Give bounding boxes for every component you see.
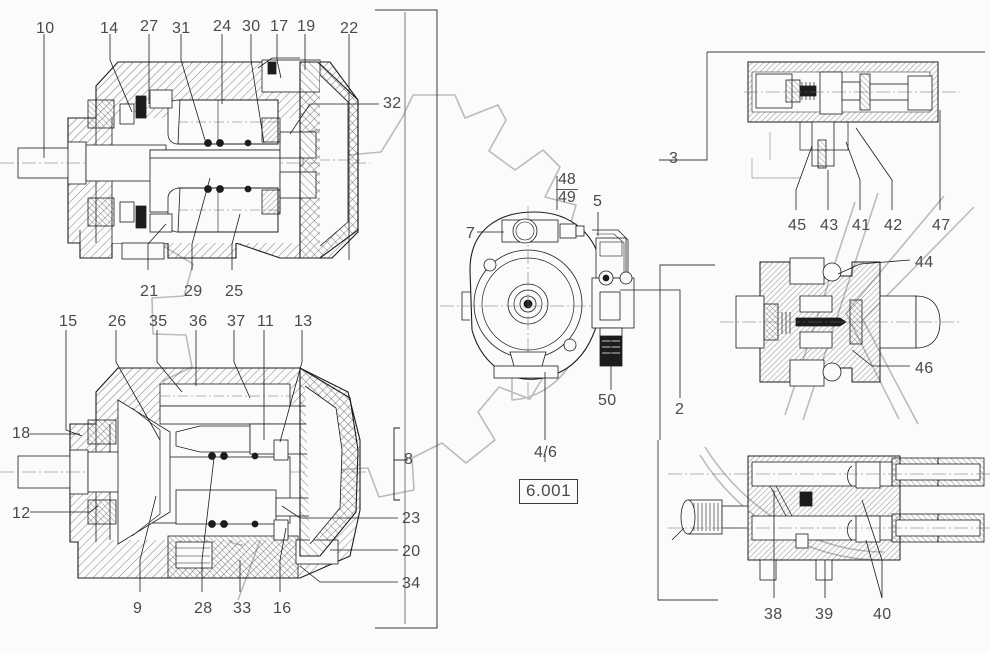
fraction-numerator: 48 [556, 171, 578, 190]
callout-27: 27 [140, 18, 159, 35]
reference-box: 6.001 [519, 479, 579, 504]
callout-10: 10 [36, 20, 55, 37]
callout-38: 38 [764, 606, 783, 623]
callout-47: 47 [932, 217, 951, 234]
callout-23: 23 [402, 510, 421, 527]
callout-19: 19 [297, 18, 316, 35]
callout-43: 43 [820, 217, 839, 234]
callout-44: 44 [915, 254, 934, 271]
callout-fraction-48-49: 48 49 [556, 171, 578, 207]
callout-3: 3 [669, 150, 679, 167]
callout-22: 22 [340, 20, 359, 37]
callout-32: 32 [383, 95, 402, 112]
callout-20: 20 [402, 543, 421, 560]
callout-26: 26 [108, 313, 127, 330]
callout-13: 13 [294, 313, 313, 330]
callout-39: 39 [815, 606, 834, 623]
callout-45: 45 [788, 217, 807, 234]
callout-33: 33 [233, 600, 252, 617]
callout-40: 40 [873, 606, 892, 623]
callout-8: 8 [404, 451, 414, 468]
callout-46: 46 [915, 360, 934, 377]
callout-15: 15 [59, 313, 78, 330]
callout-31: 31 [172, 20, 191, 37]
callout-17: 17 [270, 18, 289, 35]
callout-5: 5 [593, 193, 603, 210]
callout-30: 30 [242, 18, 261, 35]
callout-34: 34 [402, 575, 421, 592]
callout-35: 35 [149, 313, 168, 330]
callout-24: 24 [213, 18, 232, 35]
callout-9: 9 [133, 600, 143, 617]
callout-50: 50 [598, 392, 617, 409]
callout-18: 18 [12, 425, 31, 442]
callout-12: 12 [12, 505, 31, 522]
callout-7: 7 [466, 225, 476, 242]
callout-2: 2 [675, 401, 685, 418]
callout-11: 11 [257, 313, 275, 330]
callout-4-6: 4/6 [534, 444, 558, 461]
callout-37: 37 [227, 313, 246, 330]
fraction-denominator: 49 [558, 188, 576, 206]
callout-36: 36 [189, 313, 208, 330]
callout-21: 21 [140, 283, 159, 300]
callout-41: 41 [852, 217, 871, 234]
callout-16: 16 [273, 600, 292, 617]
callout-25: 25 [225, 283, 244, 300]
callout-29: 29 [184, 283, 203, 300]
callout-42: 42 [884, 217, 903, 234]
callout-28: 28 [194, 600, 213, 617]
callout-14: 14 [100, 20, 119, 37]
